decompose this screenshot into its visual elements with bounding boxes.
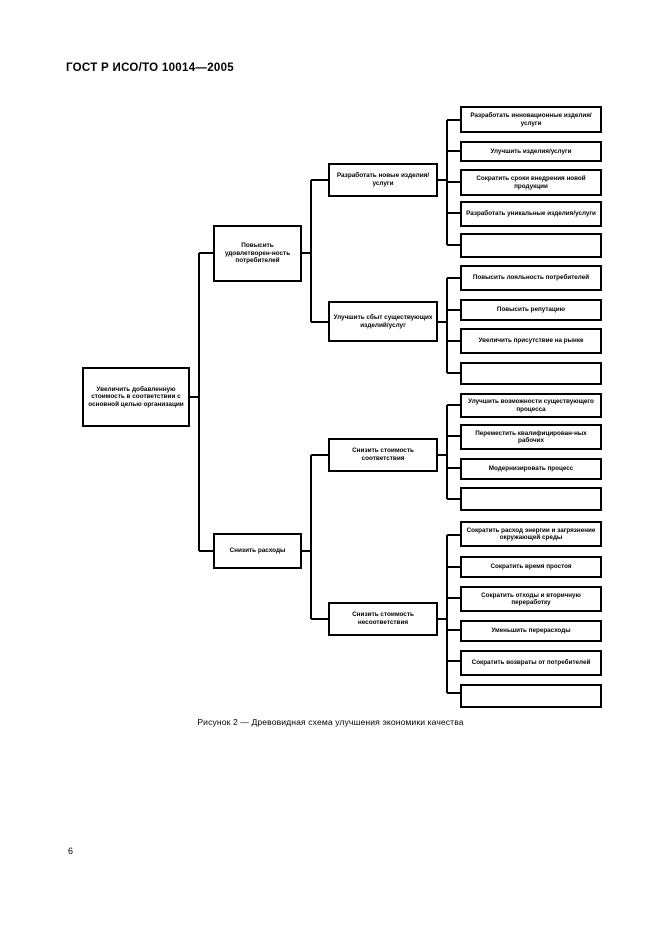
node-level2-improve-sales[interactable]: Улучшить сбыт существующих изделий/услуг xyxy=(328,301,438,342)
node-level1-reduce-costs[interactable]: Снизить расходы xyxy=(213,533,302,569)
node-leaf-g4-3-label: Уменьшить перерасходы xyxy=(491,627,571,635)
node-leaf-g4-1-label: Сократить время простоя xyxy=(490,563,572,571)
document-header: ГОСТ Р ИСО/ТО 10014—2005 xyxy=(66,62,234,74)
page-number: 6 xyxy=(68,846,74,856)
node-level1-customer-satisfaction[interactable]: Повысить удовлетворен-ность потребителей xyxy=(213,225,302,282)
node-leaf-g2-3-empty[interactable] xyxy=(460,362,602,385)
node-leaf-g1-0-label: Разработать инновационные изделия/услуги xyxy=(470,112,592,127)
node-leaf-g1-4-empty[interactable] xyxy=(460,233,602,258)
figure-caption: Рисунок 2 — Древовидная схема улучшения … xyxy=(197,717,464,727)
node-level1-1-label: Снизить расходы xyxy=(229,547,286,555)
node-leaf-g3-2[interactable]: Модернизировать процесс xyxy=(460,458,602,480)
node-leaf-g1-3[interactable]: Разработать уникальные изделия/услуги xyxy=(460,201,602,227)
node-leaf-g4-3[interactable]: Уменьшить перерасходы xyxy=(460,620,602,642)
node-root-label: Увеличить добавленную стоимость в соотве… xyxy=(88,385,184,408)
node-level2-0-label: Разработать новые изделия/услуги xyxy=(336,172,430,187)
node-leaf-g4-4-label: Сократить возвраты от потребителей xyxy=(471,659,591,667)
node-leaf-g2-0-label: Повысить лояльность потребителей xyxy=(472,274,590,282)
node-leaf-g3-0-label: Улучшить возможности существующего проце… xyxy=(468,398,594,413)
node-leaf-g1-3-label: Разработать уникальные изделия/услуги xyxy=(466,210,596,218)
node-root[interactable]: Увеличить добавленную стоимость в соотве… xyxy=(82,367,190,427)
node-leaf-g3-1-label: Переместить квалифицирован-ных рабочих xyxy=(475,429,587,444)
node-level2-nonconformity-cost[interactable]: Снизить стоимость несоответствия xyxy=(328,602,438,636)
node-leaf-g4-0[interactable]: Сократить расход энергии и загрязнение о… xyxy=(460,521,602,547)
node-level2-new-products[interactable]: Разработать новые изделия/услуги xyxy=(328,163,438,197)
node-leaf-g3-3-empty[interactable] xyxy=(460,487,602,511)
node-leaf-g4-5-empty[interactable] xyxy=(460,684,602,708)
quality-economics-tree-diagram: Увеличить добавленную стоимость в соотве… xyxy=(82,106,602,708)
node-leaf-g3-1[interactable]: Переместить квалифицирован-ных рабочих xyxy=(460,424,602,450)
node-leaf-g2-2[interactable]: Увеличить присутствие на рынке xyxy=(460,328,602,354)
node-leaf-g1-2-label: Сократить сроки внедрения новой продукци… xyxy=(476,175,586,190)
node-leaf-g4-2-label: Сократить отходы и вторичную переработку xyxy=(481,591,581,606)
node-leaf-g4-4[interactable]: Сократить возвраты от потребителей xyxy=(460,650,602,676)
node-leaf-g4-2[interactable]: Сократить отходы и вторичную переработку xyxy=(460,586,602,612)
node-leaf-g1-1[interactable]: Улучшить изделия/услуги xyxy=(460,141,602,162)
node-leaf-g2-1[interactable]: Повысить репутацию xyxy=(460,299,602,321)
node-level2-conformity-cost[interactable]: Снизить стоимость соответствия xyxy=(328,438,438,472)
node-level2-1-label: Улучшить сбыт существующих изделий/услуг xyxy=(333,313,433,329)
node-leaf-g3-0[interactable]: Улучшить возможности существующего проце… xyxy=(460,393,602,418)
node-leaf-g2-0[interactable]: Повысить лояльность потребителей xyxy=(460,265,602,291)
node-leaf-g2-1-label: Повысить репутацию xyxy=(496,306,566,314)
node-level2-3-label: Снизить стоимость несоответствия xyxy=(352,611,414,626)
node-leaf-g4-0-label: Сократить расход энергии и загрязнение о… xyxy=(466,526,596,541)
node-leaf-g4-1[interactable]: Сократить время простоя xyxy=(460,556,602,578)
node-leaf-g3-2-label: Модернизировать процесс xyxy=(488,465,574,473)
node-level1-0-label: Повысить удовлетворен-ность потребителей xyxy=(224,242,291,265)
node-level2-2-label: Снизить стоимость соответствия xyxy=(352,447,414,462)
node-leaf-g1-0[interactable]: Разработать инновационные изделия/услуги xyxy=(460,106,602,133)
node-leaf-g1-2[interactable]: Сократить сроки внедрения новой продукци… xyxy=(460,169,602,196)
node-leaf-g2-2-label: Увеличить присутствие на рынке xyxy=(478,337,584,345)
node-leaf-g1-1-label: Улучшить изделия/услуги xyxy=(490,147,572,155)
